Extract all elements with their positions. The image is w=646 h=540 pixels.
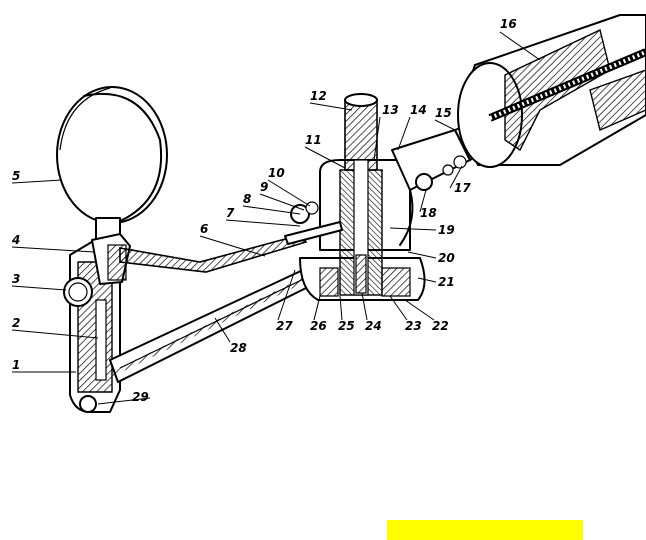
part-label-18: 18 — [420, 206, 437, 220]
part-label-9: 9 — [260, 180, 268, 194]
part-label-15: 15 — [435, 106, 452, 120]
dial-indicator — [56, 86, 168, 247]
part-labels: 1 2 3 4 5 6 7 8 9 10 11 12 13 14 15 16 1… — [11, 17, 517, 404]
central-body — [284, 93, 426, 301]
part-label-3: 3 — [12, 272, 20, 286]
part-label-24: 24 — [365, 319, 382, 333]
part-label-16: 16 — [500, 17, 517, 31]
part-label-22: 22 — [432, 319, 449, 333]
part-label-17: 17 — [454, 181, 471, 195]
part-label-12: 12 — [310, 89, 327, 103]
part-label-19: 19 — [438, 223, 455, 237]
part-label-6: 6 — [200, 222, 208, 236]
part-label-25: 25 — [338, 319, 355, 333]
part-label-26: 26 — [310, 319, 327, 333]
part-label-20: 20 — [438, 251, 455, 265]
lever-arm — [119, 234, 308, 273]
leader-lines — [11, 31, 541, 405]
part-label-4: 4 — [11, 233, 20, 247]
part-label-28: 28 — [230, 341, 247, 355]
guide-rod — [109, 261, 331, 383]
part-label-11: 11 — [305, 133, 322, 147]
part-label-29: 29 — [132, 390, 149, 404]
part-label-21: 21 — [438, 275, 455, 289]
screw-cylinder — [457, 14, 646, 168]
part-label-23: 23 — [405, 319, 422, 333]
frame-body — [63, 233, 131, 413]
part-label-7: 7 — [226, 206, 235, 220]
part-label-10: 10 — [268, 166, 285, 180]
yellow-highlight-bar — [387, 520, 583, 540]
part-label-8: 8 — [243, 192, 251, 206]
part-label-27: 27 — [276, 319, 293, 333]
part-label-14: 14 — [410, 103, 427, 117]
part-label-13: 13 — [382, 103, 399, 117]
part-label-1: 1 — [12, 358, 20, 372]
part-label-2: 2 — [12, 316, 20, 330]
part-label-5: 5 — [12, 169, 20, 183]
